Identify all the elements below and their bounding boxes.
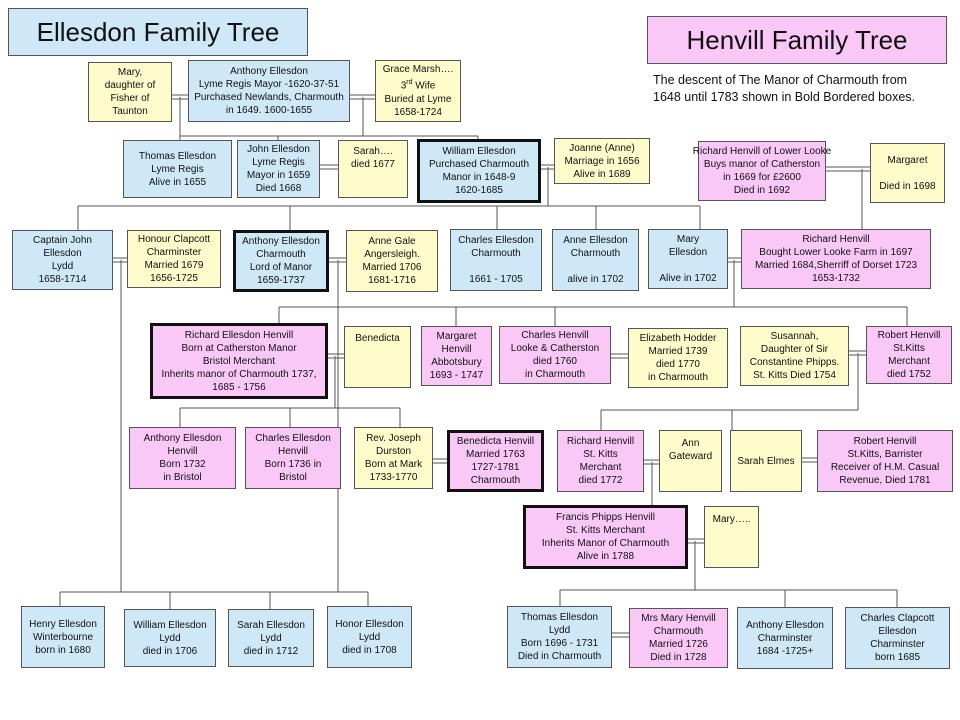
person-anne-gale[interactable]: Anne Gale Angersleigh. Married 1706 1681…: [346, 230, 438, 292]
person-sarah-elmes[interactable]: Sarah Elmes: [730, 430, 802, 492]
person-joanne-anne[interactable]: Joanne (Anne) Marriage in 1656 Alive in …: [554, 138, 650, 184]
person-sarah-ellesdon-lydd[interactable]: Sarah Ellesdon Lydd died in 1712: [228, 609, 314, 667]
person-joseph-durston[interactable]: Rev. Joseph Durston Born at Mark 1733-17…: [354, 427, 433, 489]
person-susannah-phipps[interactable]: Susannah, Daughter of Sir Constantine Ph…: [740, 326, 849, 386]
person-honour-clapcott[interactable]: Honour Clapcott Charminster Married 1679…: [127, 230, 221, 288]
person-sarah-1677[interactable]: Sarah…. died 1677: [338, 140, 408, 198]
person-benedicta[interactable]: Benedicta: [344, 326, 411, 388]
person-richard-ellesdon-henvill[interactable]: Richard Ellesdon Henvill Born at Cathers…: [150, 323, 328, 399]
person-anthony-ellesdon-charminster[interactable]: Anthony Ellesdon Charminster 1684 -1725+: [737, 607, 833, 669]
person-anthony-ellesdon-lord[interactable]: Anthony Ellesdon Charmouth Lord of Manor…: [233, 230, 329, 292]
person-richard-henvill[interactable]: Richard Henvill Bought Lower Looke Farm …: [741, 229, 931, 289]
person-captain-john-ellesdon[interactable]: Captain John Ellesdon Lydd 1658-1714: [12, 230, 113, 290]
person-richard-henvill-lower-looke[interactable]: Richard Henvill of Lower Looke Buys mano…: [693, 141, 831, 201]
person-robert-henvill-1752[interactable]: Robert Henvill St.Kitts Merchant died 17…: [866, 326, 952, 384]
person-william-ellesdon[interactable]: William Ellesdon Purchased Charmouth Man…: [417, 139, 541, 203]
person-john-ellesdon[interactable]: John Ellesdon Lyme Regis Mayor in 1659 D…: [237, 140, 320, 198]
person-thomas-ellesdon-lydd[interactable]: Thomas Ellesdon Lydd Born 1696 - 1731 Di…: [507, 606, 612, 668]
third-wife-label: 3rd Wife: [400, 79, 436, 92]
person-mary-fisher[interactable]: Mary, daughter of Fisher of Taunton: [88, 62, 172, 122]
person-grace-marsh[interactable]: Grace Marsh…. 3rd Wife Buried at Lyme 16…: [375, 60, 461, 122]
person-anne-ellesdon-1702[interactable]: Anne Ellesdon Charmouth alive in 1702: [552, 229, 639, 291]
person-mrs-mary-henvill[interactable]: Mrs Mary Henvill Charmouth Married 1726 …: [629, 608, 728, 668]
person-charles-ellesdon-henvill[interactable]: Charles Ellesdon Henvill Born 1736 in Br…: [245, 427, 341, 489]
person-mary-ellesdon-1702[interactable]: Mary Ellesdon Alive in 1702: [648, 229, 728, 289]
person-charles-henvill-1760[interactable]: Charles Henvill Looke & Catherston died …: [499, 326, 611, 384]
person-margaret-1698[interactable]: Margaret Died in 1698: [870, 143, 945, 203]
person-benedicta-henvill[interactable]: Benedicta Henvill Married 1763 1727-1781…: [447, 430, 544, 492]
person-anthony-ellesdon-henvill[interactable]: Anthony Ellesdon Henvill Born 1732 in Br…: [129, 427, 236, 489]
person-richard-henvill-1772[interactable]: Richard Henvill St. Kitts Merchant died …: [557, 430, 644, 492]
person-ann-gateward[interactable]: Ann Gateward: [659, 430, 722, 492]
person-francis-phipps-henvill[interactable]: Francis Phipps Henvill St. Kitts Merchan…: [523, 505, 688, 569]
person-honor-ellesdon-lydd[interactable]: Honor Ellesdon Lydd died in 1708: [327, 606, 412, 668]
person-charles-ellesdon-1705[interactable]: Charles Ellesdon Charmouth 1661 - 1705: [450, 229, 542, 291]
descent-note: The descent of The Manor of Charmouth fr…: [653, 73, 915, 104]
person-henry-ellesdon[interactable]: Henry Ellesdon Winterbourne born in 1680: [21, 606, 105, 668]
person-robert-henvill-barrister[interactable]: Robert Henvill St.Kitts, Barrister Recei…: [817, 430, 953, 492]
henvill-title: Henvill Family Tree: [647, 16, 947, 64]
person-william-ellesdon-lydd[interactable]: William Ellesdon Lydd died in 1706: [124, 609, 216, 667]
person-anthony-ellesdon-sr[interactable]: Anthony Ellesdon Lyme Regis Mayor -1620-…: [188, 60, 350, 122]
ellesdon-title: Ellesdon Family Tree: [8, 8, 308, 56]
person-thomas-ellesdon-lyme[interactable]: Thomas Ellesdon Lyme Regis Alive in 1655: [123, 140, 232, 198]
person-charles-clapcott-ellesdon[interactable]: Charles Clapcott Ellesdon Charminster bo…: [845, 607, 950, 669]
person-mary-dots[interactable]: Mary…..: [704, 506, 759, 568]
person-elizabeth-hodder[interactable]: Elizabeth Hodder Married 1739 died 1770 …: [628, 328, 728, 388]
person-margaret-henvill[interactable]: Margaret Henvill Abbotsbury 1693 - 1747: [421, 326, 492, 386]
